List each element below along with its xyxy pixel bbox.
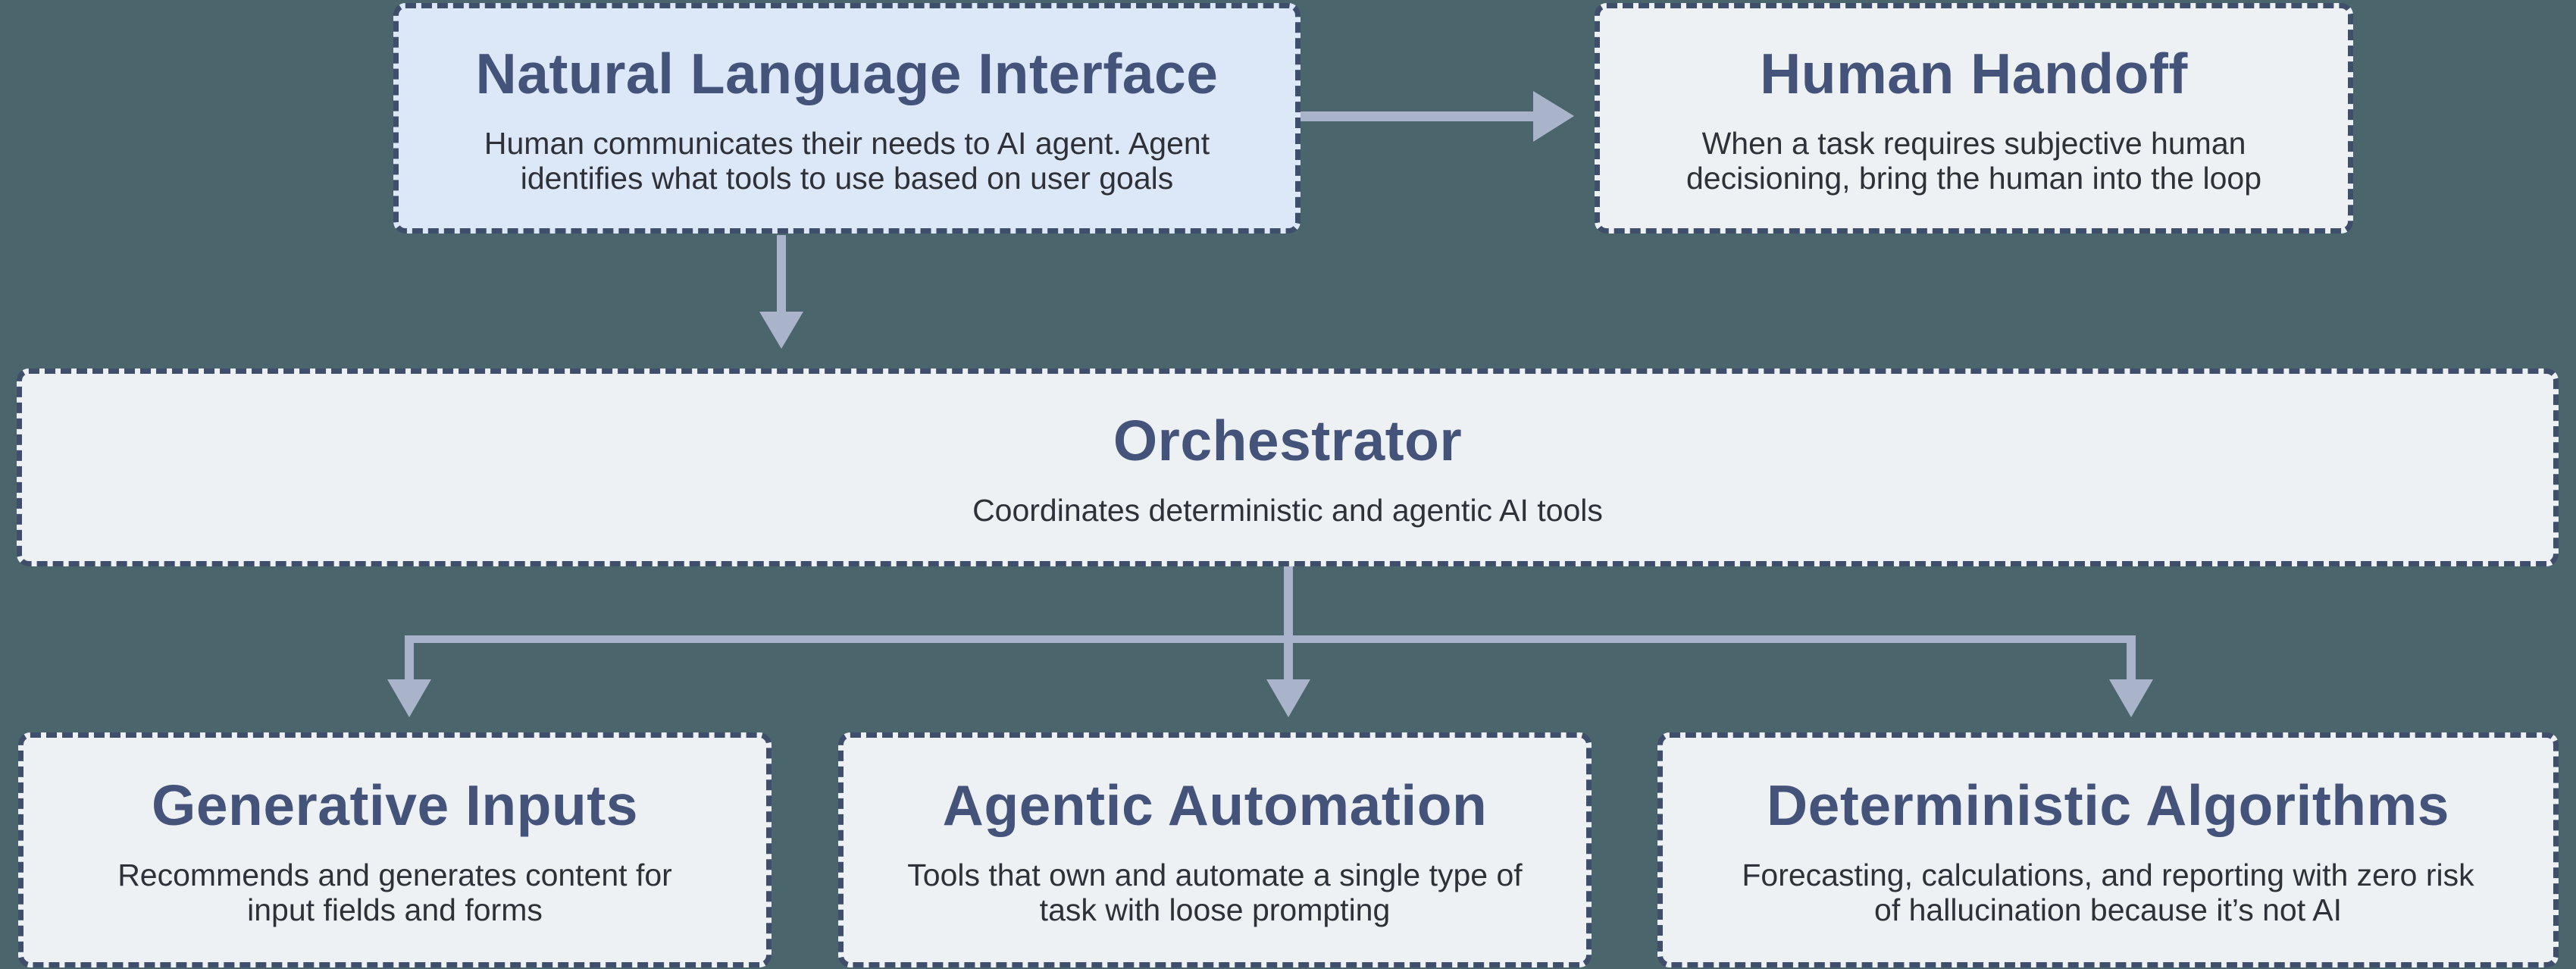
description-line: identifies what tools to use based on us… [520, 161, 1174, 196]
description-line: input fields and forms [247, 892, 543, 927]
node-orchestrator: Orchestrator Coordinates deterministic a… [17, 368, 2559, 566]
description-line: Coordinates deterministic and agentic AI… [972, 492, 1603, 528]
description-line: Recommends and generates content for [117, 858, 672, 892]
connector-orchestrator-branches [387, 566, 2153, 717]
node-generative-inputs: Generative Inputs Recommends and generat… [18, 732, 772, 967]
node-natural-language-interface: Natural Language Interface Human communi… [393, 3, 1301, 234]
arrow-orchestrator-to-deterministic [2109, 641, 2153, 717]
description-line: task with loose prompting [1039, 892, 1391, 927]
node-title: Agentic Automation [942, 773, 1488, 837]
arrow-orchestrator-to-generative [387, 641, 431, 717]
node-title: Orchestrator [1113, 408, 1463, 472]
node-description: Coordinates deterministic and agentic AI… [972, 493, 1603, 528]
node-description: Tools that own and automate a single typ… [907, 858, 1522, 927]
node-description: Human communicates their needs to AI age… [484, 126, 1210, 196]
node-title: Human Handoff [1760, 42, 2188, 105]
arrow-orchestrator-to-agentic [1266, 641, 1310, 717]
node-deterministic-algorithms: Deterministic Algorithms Forecasting, ca… [1657, 732, 2559, 967]
node-description: Recommends and generates content for inp… [117, 858, 672, 927]
description-line: decisioning, bring the human into the lo… [1686, 161, 2262, 196]
arrow-nli-to-handoff [1301, 91, 1574, 142]
node-title: Natural Language Interface [475, 42, 1219, 105]
description-line: of hallucination because it’s not AI [1874, 892, 2342, 927]
description-line: When a task requires subjective human [1701, 126, 2246, 161]
description-line: Tools that own and automate a single typ… [907, 858, 1523, 892]
node-human-handoff: Human Handoff When a task requires subje… [1595, 3, 2353, 234]
description-line: Human communicates their needs to AI age… [484, 126, 1210, 161]
description-line: Forecasting, calculations, and reporting… [1742, 858, 2474, 892]
node-description: Forecasting, calculations, and reporting… [1742, 858, 2474, 927]
node-agentic-automation: Agentic Automation Tools that own and au… [838, 732, 1592, 967]
node-description: When a task requires subjective human de… [1686, 126, 2261, 196]
node-title: Generative Inputs [151, 773, 638, 837]
node-title: Deterministic Algorithms [1766, 773, 2450, 837]
arrow-nli-to-orchestrator [759, 235, 803, 349]
